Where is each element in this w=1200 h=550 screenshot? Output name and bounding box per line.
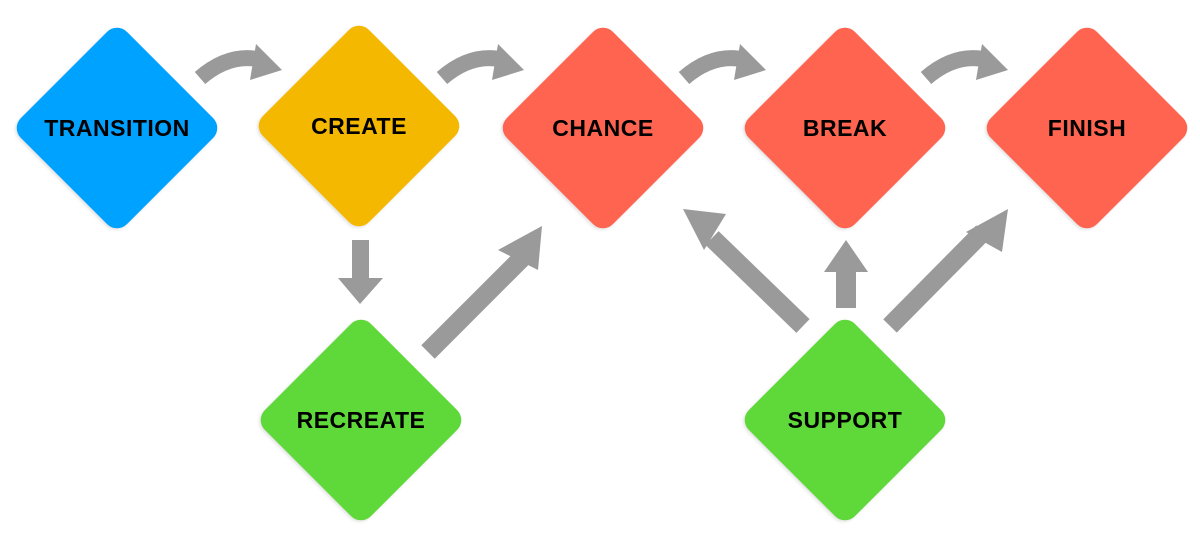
node-label-recreate: RECREATE — [296, 406, 426, 433]
arrow-break-to-finish — [920, 44, 1008, 85]
arrow-support-to-chance — [683, 209, 810, 333]
node-support: SUPPORT — [738, 313, 952, 527]
node-label-finish: FINISH — [1047, 114, 1127, 141]
node-recreate: RECREATE — [254, 313, 468, 527]
arrow-support-to-finish — [883, 209, 1008, 333]
node-create: CREATE — [252, 19, 466, 233]
node-label-create: CREATE — [311, 112, 407, 139]
arrow-recreate-to-chance — [421, 226, 542, 359]
arrow-support-to-break — [824, 240, 868, 308]
node-label-support: SUPPORT — [787, 406, 903, 433]
arrow-transition-to-create — [194, 44, 282, 85]
arrow-create-to-recreate — [338, 240, 383, 304]
node-break: BREAK — [738, 21, 952, 235]
node-label-chance: CHANCE — [552, 114, 654, 141]
node-label-transition: TRANSITION — [44, 114, 190, 141]
node-finish: FINISH — [980, 21, 1194, 235]
node-chance: CHANCE — [496, 21, 710, 235]
node-transition: TRANSITION — [10, 21, 224, 235]
arrow-create-to-chance — [436, 44, 524, 85]
node-label-break: BREAK — [802, 114, 888, 141]
arrow-chance-to-break — [678, 44, 766, 85]
